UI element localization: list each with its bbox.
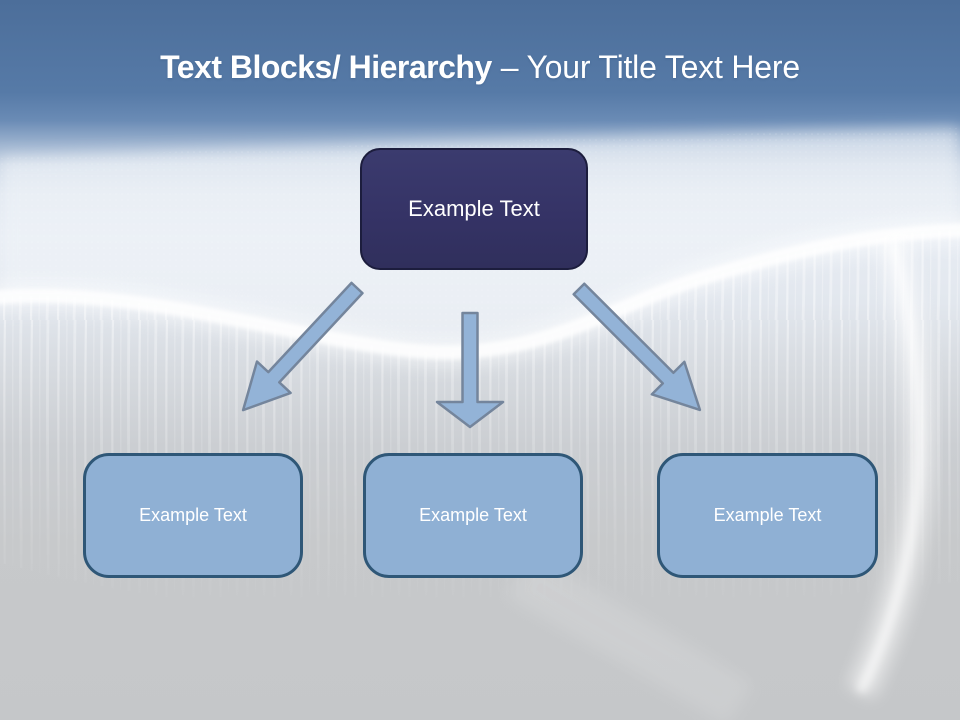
node-label: Example Text [419,505,527,525]
node-label: Example Text [139,505,247,525]
diagram-node-child-2: Example Text [363,453,583,578]
slide-title-emphasis: Text Blocks/ Hierarchy [160,49,492,85]
slide-title-rest: – Your Title Text Here [500,49,800,85]
slide-title: Text Blocks/ Hierarchy – Your Title Text… [0,48,960,86]
node-label: Example Text [408,196,540,221]
diagram-node-child-1: Example Text [83,453,303,578]
node-label: Example Text [713,505,822,525]
diagram-node-child-3: Example Text [657,453,878,578]
diagram-node-root: Example Text [360,148,588,270]
lower-haze [506,553,754,720]
jellyfish-right-swath-core [855,238,925,695]
